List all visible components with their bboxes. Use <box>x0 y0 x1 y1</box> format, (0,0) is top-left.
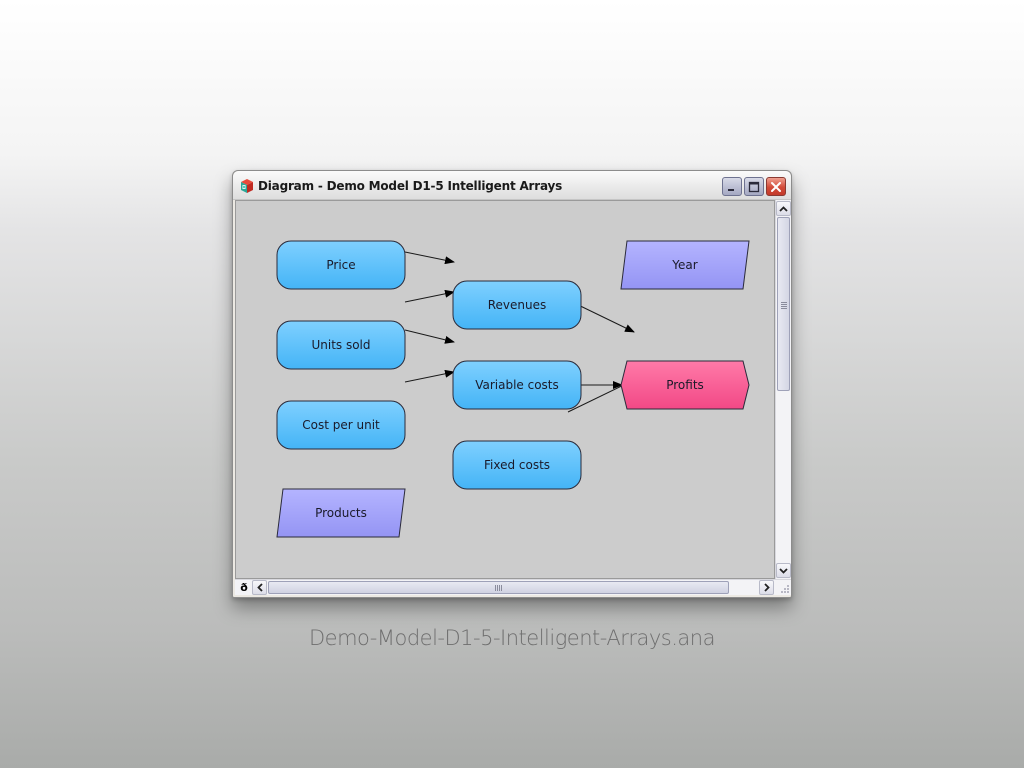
diagram-lock-icon[interactable]: ð <box>240 581 248 594</box>
chevron-down-icon <box>779 567 788 574</box>
vertical-scrollbar[interactable] <box>775 200 791 579</box>
chevron-left-icon <box>256 583 263 592</box>
thumb-grip-icon <box>495 585 502 591</box>
node-cost-per-unit[interactable]: Cost per unit <box>276 400 406 450</box>
node-shape <box>620 240 750 290</box>
minimize-button[interactable] <box>722 177 742 196</box>
node-shape <box>452 440 582 490</box>
node-price[interactable]: Price <box>276 240 406 290</box>
resize-grip-icon[interactable] <box>778 582 790 594</box>
maximize-icon <box>748 181 760 192</box>
node-revenues[interactable]: Revenues <box>452 280 582 330</box>
scroll-up-button[interactable] <box>776 201 791 216</box>
node-label: Price <box>326 258 355 272</box>
title-bar[interactable]: Diagram - Demo Model D1-5 Intelligent Ar… <box>233 171 791 200</box>
node-units-sold[interactable]: Units sold <box>276 320 406 370</box>
arrow-cost-per-unit-to-variable-costs[interactable] <box>404 369 455 383</box>
scroll-right-button[interactable] <box>759 580 774 595</box>
maximize-button[interactable] <box>744 177 764 196</box>
scroll-down-button[interactable] <box>776 563 791 578</box>
arrow-units-sold-to-revenues[interactable] <box>404 289 455 303</box>
node-label: Profits <box>666 378 704 392</box>
chevron-up-icon <box>779 205 788 212</box>
arrow-price-to-revenues[interactable] <box>404 251 455 265</box>
node-products[interactable]: Products <box>276 488 406 538</box>
thumb-grip-icon <box>781 302 787 309</box>
node-label: Year <box>671 258 697 272</box>
node-fixed-costs[interactable]: Fixed costs <box>452 440 582 490</box>
node-label: Products <box>315 506 367 520</box>
app-cube-icon <box>241 179 253 193</box>
node-label: Revenues <box>488 298 547 312</box>
diagram-window: Diagram - Demo Model D1-5 Intelligent Ar… <box>232 170 792 598</box>
chevron-right-icon <box>763 583 770 592</box>
node-year[interactable]: Year <box>620 240 750 290</box>
node-shape <box>276 488 406 538</box>
node-shape <box>452 360 582 410</box>
arrow-units-sold-to-variable-costs[interactable] <box>404 329 455 344</box>
vertical-scroll-thumb[interactable] <box>777 217 790 391</box>
node-label: Cost per unit <box>302 418 380 432</box>
horizontal-scrollbar[interactable]: ð <box>235 579 791 595</box>
node-label: Units sold <box>311 338 370 352</box>
node-shape <box>276 320 406 370</box>
window-title: Diagram - Demo Model D1-5 Intelligent Ar… <box>258 179 563 193</box>
file-name-caption: Demo-Model-D1-5-Intelligent-Arrays.ana <box>309 626 715 650</box>
node-variable-costs[interactable]: Variable costs <box>452 360 582 410</box>
horizontal-scroll-thumb[interactable] <box>268 581 729 594</box>
close-icon <box>771 181 781 192</box>
node-shape <box>452 280 582 330</box>
node-shape <box>276 240 406 290</box>
node-profits[interactable]: Profits <box>620 360 750 410</box>
node-shape <box>276 400 406 450</box>
node-label: Fixed costs <box>484 458 550 472</box>
close-button[interactable] <box>766 177 786 196</box>
node-label: Variable costs <box>475 378 559 392</box>
minimize-icon <box>728 188 734 191</box>
node-shape <box>620 360 750 410</box>
scroll-left-button[interactable] <box>252 580 267 595</box>
